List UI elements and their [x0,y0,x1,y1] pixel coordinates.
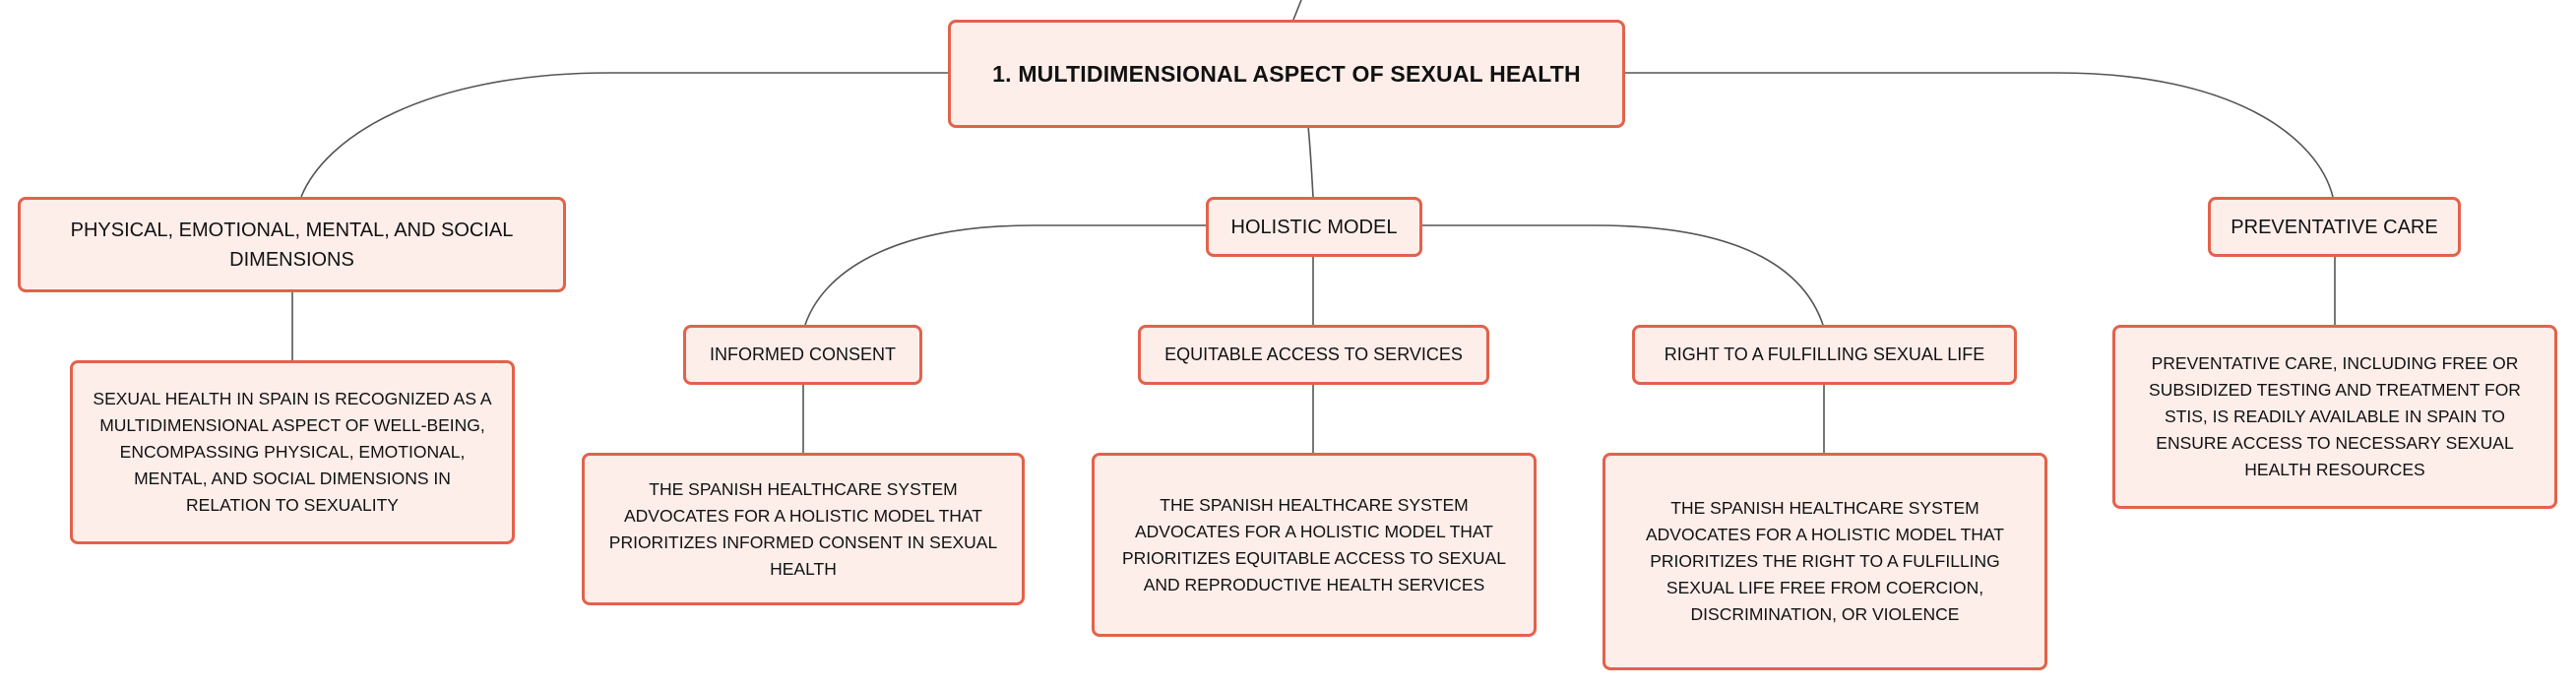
description-informed-consent-node[interactable]: THE SPANISH HEALTHCARE SYSTEM ADVOCATES … [582,453,1025,605]
subtopic-informed-consent-label: INFORMED CONSENT [710,344,896,364]
subtopic-equitable-access-node[interactable]: EQUITABLE ACCESS TO SERVICES [1138,325,1489,385]
description-preventative-care-node[interactable]: PREVENTATIVE CARE, INCLUDING FREE OR SUB… [2112,325,2557,509]
connector-root-dimensions [300,72,948,198]
topic-holistic-model-label: HOLISTIC MODEL [1230,216,1398,238]
topic-dimensions-label: PHYSICAL, EMOTIONAL, MENTAL, AND SOCIAL … [70,219,514,271]
topic-dimensions-node[interactable]: PHYSICAL, EMOTIONAL, MENTAL, AND SOCIAL … [18,197,566,292]
description-preventative-care-text: PREVENTATIVE CARE, INCLUDING FREE OR SUB… [2149,353,2521,479]
connector-holistic-right [1419,224,1824,326]
topic-preventative-care-label: PREVENTATIVE CARE [2230,216,2438,238]
description-right-fulfilling-life-node[interactable]: THE SPANISH HEALTHCARE SYSTEM ADVOCATES … [1602,453,2047,670]
topic-preventative-care-node[interactable]: PREVENTATIVE CARE [2208,197,2461,257]
subtopic-informed-consent-node[interactable]: INFORMED CONSENT [683,325,922,385]
description-informed-consent-text: THE SPANISH HEALTHCARE SYSTEM ADVOCATES … [608,478,998,579]
connector-root-holistic [1307,125,1314,198]
subtopic-equitable-access-label: EQUITABLE ACCESS TO SERVICES [1164,344,1463,364]
description-dimensions-node[interactable]: SEXUAL HEALTH IN SPAIN IS RECOGNIZED AS … [70,360,515,544]
connector-holistic-consent [804,224,1209,326]
root-topic-label: 1. MULTIDIMENSIONAL ASPECT OF SEXUAL HEA… [992,60,1581,87]
root-topic-node[interactable]: 1. MULTIDIMENSIONAL ASPECT OF SEXUAL HEA… [948,20,1625,128]
description-right-fulfilling-life-text: THE SPANISH HEALTHCARE SYSTEM ADVOCATES … [1646,498,2004,624]
description-dimensions-text: SEXUAL HEALTH IN SPAIN IS RECOGNIZED AS … [93,389,492,515]
description-equitable-access-text: THE SPANISH HEALTHCARE SYSTEM ADVOCATES … [1122,494,1506,594]
subtopic-right-fulfilling-life-node[interactable]: RIGHT TO A FULFILLING SEXUAL LIFE [1632,325,2017,385]
connector-parent-root [1292,0,1302,21]
connector-root-preventative [1624,72,2334,198]
topic-holistic-model-node[interactable]: HOLISTIC MODEL [1206,197,1422,257]
subtopic-right-fulfilling-life-label: RIGHT TO A FULFILLING SEXUAL LIFE [1664,344,1985,364]
description-equitable-access-node[interactable]: THE SPANISH HEALTHCARE SYSTEM ADVOCATES … [1092,453,1537,637]
